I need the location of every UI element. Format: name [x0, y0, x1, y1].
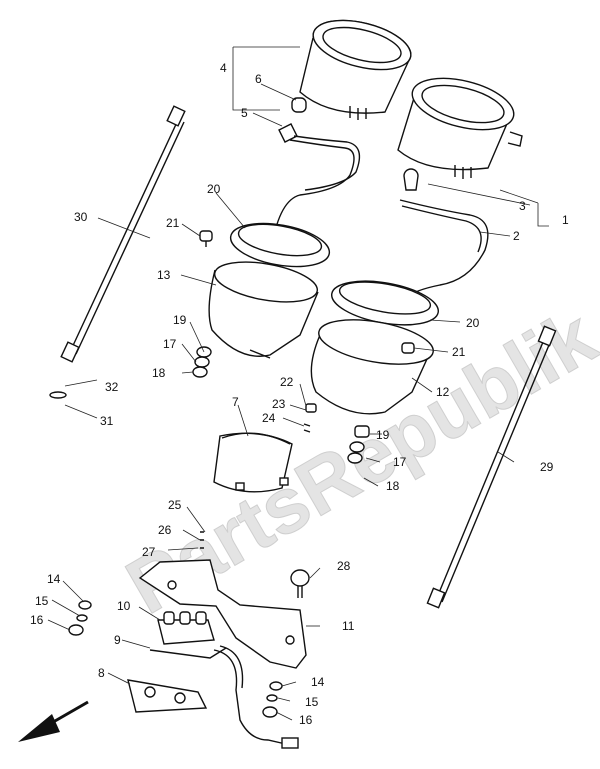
label-19-left: 19: [173, 313, 187, 327]
direction-arrow-icon: [18, 700, 89, 742]
right-washer-stack[interactable]: [262, 681, 283, 718]
left-washer-stack[interactable]: [68, 600, 92, 636]
label-21-left: 21: [166, 216, 180, 230]
right-meter-case[interactable]: [310, 312, 436, 415]
left-meter-case[interactable]: [208, 255, 320, 359]
label-4: 4: [220, 61, 227, 75]
speedometer-cable[interactable]: [49, 105, 186, 399]
label-18-left: 18: [152, 366, 166, 380]
label-25: 25: [168, 498, 182, 512]
label-22: 22: [280, 375, 294, 389]
mounting-knob[interactable]: [290, 569, 310, 598]
label-14-left: 14: [47, 572, 61, 586]
label-31: 31: [100, 414, 114, 428]
label-32: 32: [105, 380, 119, 394]
label-9: 9: [114, 633, 121, 647]
label-17-right: 17: [393, 455, 407, 469]
label-16-left: 16: [30, 613, 44, 627]
speedometer-assembly[interactable]: [299, 12, 416, 120]
label-2: 2: [513, 229, 520, 243]
label-23: 23: [272, 397, 286, 411]
label-17-left: 17: [163, 337, 177, 351]
label-26: 26: [158, 523, 172, 537]
label-15-right: 15: [305, 695, 319, 709]
center-bolt[interactable]: [303, 403, 317, 433]
label-20-left: 20: [207, 182, 221, 196]
label-19-right: 19: [376, 428, 390, 442]
label-14-right: 14: [311, 675, 325, 689]
right-case-bolt[interactable]: [401, 342, 415, 354]
label-16-right: 16: [299, 713, 313, 727]
left-meter-ring[interactable]: [227, 217, 332, 274]
label-20-right: 20: [466, 316, 480, 330]
indicator-housing[interactable]: [213, 432, 293, 493]
lamp-holder[interactable]: [127, 679, 208, 713]
label-15-left: 15: [35, 594, 49, 608]
label-13: 13: [157, 268, 171, 282]
meter-bracket[interactable]: [138, 559, 307, 669]
bracket-small-bolts[interactable]: [200, 531, 204, 549]
label-3: 3: [519, 199, 526, 213]
meter-bulb[interactable]: [291, 97, 307, 113]
label-12: 12: [436, 385, 450, 399]
label-8: 8: [98, 666, 105, 680]
tachometer-cable[interactable]: [426, 325, 557, 609]
label-21-right: 21: [452, 345, 466, 359]
label-29: 29: [540, 460, 554, 474]
left-case-bolt[interactable]: [199, 230, 213, 247]
label-1: 1: [562, 213, 569, 227]
label-10: 10: [117, 599, 131, 613]
label-27: 27: [142, 545, 156, 559]
right-grommet-stack[interactable]: [347, 425, 370, 464]
tacho-bulb-socket-lead[interactable]: [399, 168, 489, 299]
part-labels: 4 6 5 3 1 2 20 21 30 13 19 17 18 20 21 2…: [30, 61, 569, 727]
label-6: 6: [255, 72, 262, 86]
label-11: 11: [342, 619, 355, 633]
bulb-socket-lead[interactable]: [271, 123, 361, 246]
label-30: 30: [74, 210, 88, 224]
label-18-right: 18: [386, 479, 400, 493]
label-7: 7: [232, 395, 239, 409]
label-5: 5: [241, 106, 248, 120]
wire-harness[interactable]: [213, 645, 299, 749]
leader-lines: [47, 46, 549, 721]
label-24: 24: [262, 411, 276, 425]
tachometer-assembly[interactable]: [397, 69, 523, 179]
label-28: 28: [337, 559, 351, 573]
